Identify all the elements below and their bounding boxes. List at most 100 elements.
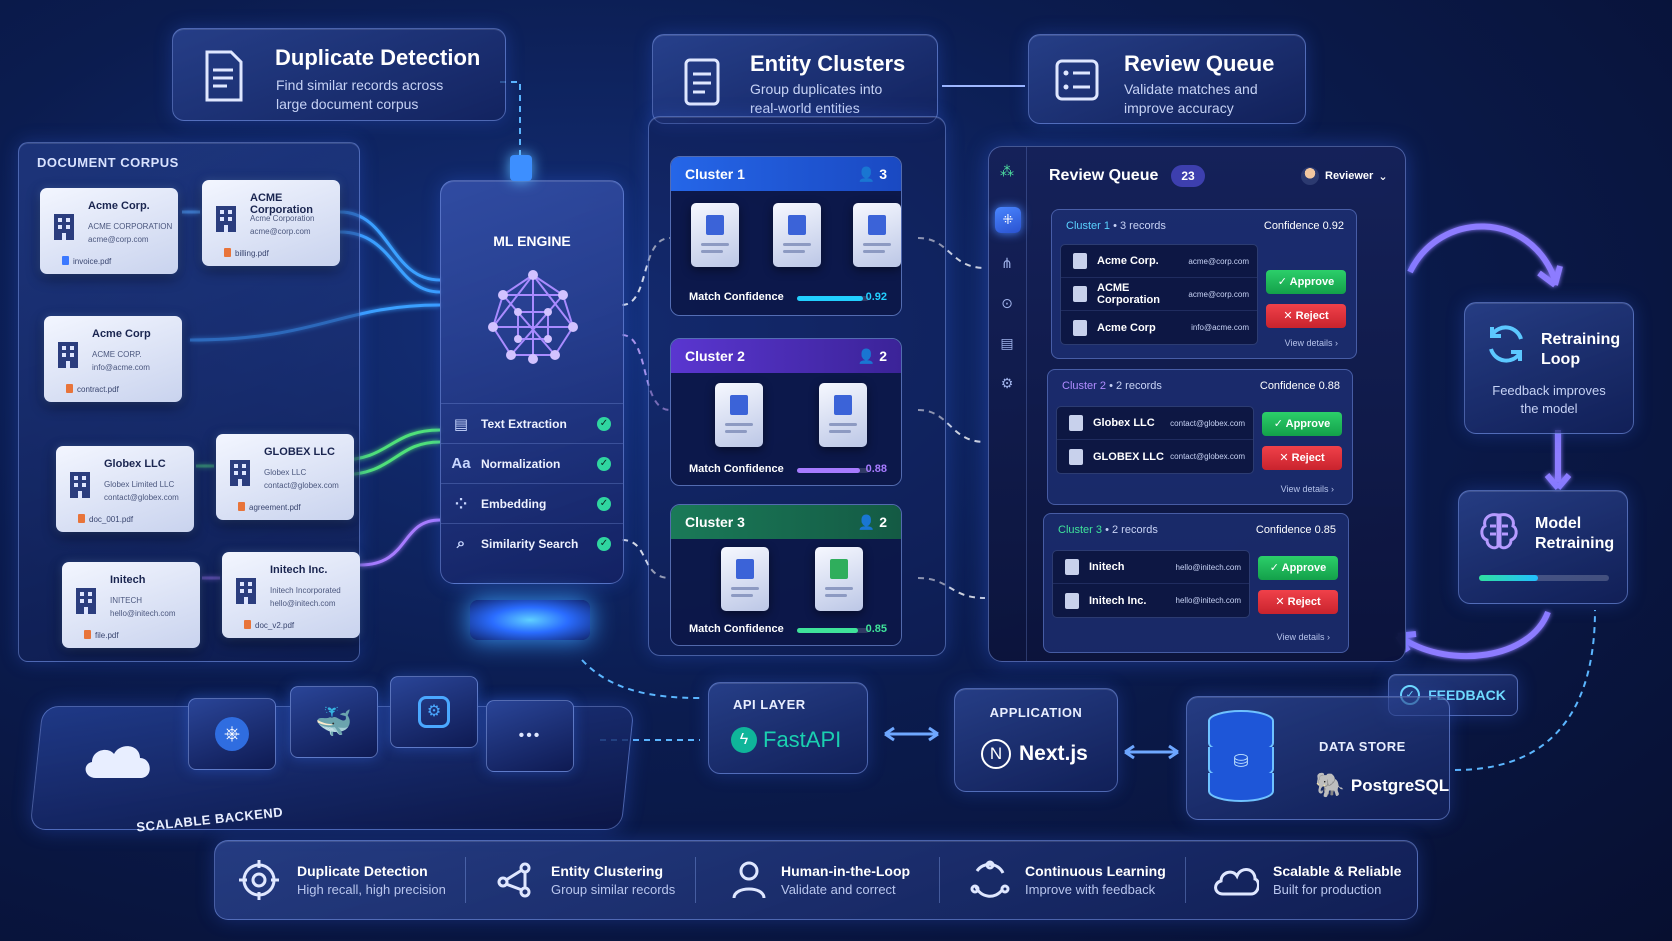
card-name: Initech Inc. [270,564,328,576]
cluster-card-2[interactable]: Cluster 2 👤 2 Match Confidence 0.88 [670,338,902,486]
cycle-icon [969,859,1011,901]
building-icon [212,202,240,239]
card-name: Acme Corp. [88,200,150,212]
sidebar-item-active[interactable]: ⁜ [995,207,1021,233]
refresh-icon [1483,321,1529,372]
wire-initech [359,518,441,567]
card-name: Globex LLC [104,458,166,470]
api-layer-label: API LAYER [733,697,806,712]
document-icon[interactable]: ▤ [1000,335,1014,351]
document-card[interactable]: GLOBEX LLC Globex LLC contact@globex.com… [216,434,354,520]
record-row[interactable]: Initech Inc.hello@initech.com [1053,584,1249,617]
gear-icon[interactable]: ⚙ [1000,375,1014,391]
loop-arrow-bottom [1403,610,1551,660]
building-icon [54,338,82,375]
engine-chip-base [470,600,590,640]
check-icon: ✓ [597,416,611,431]
document-icon [1069,448,1083,465]
settings-icon[interactable]: ⊙ [1001,295,1013,311]
feedback-badge: ✓ FEEDBACK [1388,674,1518,716]
document-card[interactable]: Acme Corp ACME CORP. info@acme.com contr… [44,316,182,402]
card-line1: INITECH [110,596,142,605]
cluster-card-1[interactable]: Cluster 1 👤 3 Match Confidence 0.92 [670,156,902,316]
confidence-bar-fill [797,628,859,633]
cluster-document [773,203,821,267]
graph-icon[interactable]: ⋔ [1001,255,1013,271]
document-card[interactable]: Initech Inc. Initech Incorporated hello@… [222,552,360,638]
view-details-link[interactable]: View details › [1280,484,1334,494]
card-line2: info@acme.com [92,363,150,372]
view-details-link[interactable]: View details › [1284,338,1338,348]
count-value: 3 [879,165,887,182]
document-icon: ▤ [453,415,469,433]
retraining-title-line2: Loop [1541,351,1581,368]
document-card[interactable]: Globex LLC Globex Limited LLC contact@gl… [56,446,194,532]
person-icon: 👤 [857,513,876,530]
review-confidence: Confidence 0.85 [1255,524,1336,536]
approve-button[interactable]: ✓ Approve [1262,412,1342,436]
cluster-card-3[interactable]: Cluster 3 👤 2 Match Confidence 0.85 [670,504,902,646]
card-line2: hello@initech.com [270,599,336,608]
document-card[interactable]: Initech INITECH hello@initech.com file.p… [62,562,200,648]
document-card[interactable]: ACME Corporation Acme Corporation acme@c… [202,180,340,266]
neural-network-icon [483,267,583,372]
reject-button[interactable]: ✕ Reject [1266,304,1346,328]
approve-button[interactable]: ✓ Approve [1266,270,1346,294]
reject-button[interactable]: ✕ Reject [1258,590,1338,614]
view-details-link[interactable]: View details › [1276,632,1330,642]
card-name: ACME Corporation [250,192,313,216]
review-card-2: Cluster 2 • 2 records Confidence 0.88 Gl… [1047,369,1353,505]
cluster-document [815,547,863,611]
person-icon: 👤 [857,347,876,364]
application-panel: APPLICATION N Next.js [954,688,1118,792]
retraining-subtitle-line1: Feedback improves [1492,383,1606,398]
review-queue-title: Review Queue [1049,167,1159,184]
card-file: contract.pdf [66,384,119,394]
reject-button[interactable]: ✕ Reject [1262,446,1342,470]
wire-store-model [1454,609,1596,771]
wire-header-engine [500,81,521,155]
reject-label: Reject [1295,310,1329,322]
header-subtitle-line2: real-world entities [750,100,860,116]
feature-title: Scalable & Reliable [1273,863,1402,879]
cluster-document [691,203,739,267]
ml-engine-panel: ML ENGINE ▤ Text Extraction ✓ Aa Normali… [440,180,624,584]
api-layer-panel: API LAYER ϟ FastAPI [708,682,868,774]
search-icon: ⌕ [456,535,466,552]
review-card-1: Cluster 1 • 3 records Confidence 0.92 Ac… [1051,209,1357,359]
file-name: doc_v2.pdf [255,621,295,630]
card-name: GLOBEX LLC [264,446,335,458]
record-row[interactable]: Acme Corp.acme@corp.com [1061,245,1257,278]
record-name: Initech [1089,561,1125,573]
document-card[interactable]: Acme Corp. ACME CORPORATION acme@corp.co… [40,188,178,274]
cluster-document [819,383,867,447]
record-email: hello@initech.com [1175,596,1241,605]
feature-title: Duplicate Detection [297,863,428,879]
building-icon [66,468,94,505]
loop-arrow-top [1407,223,1558,282]
approve-button[interactable]: ✓ Approve [1258,556,1338,580]
approve-label: Approve [1289,276,1335,288]
match-confidence-label: Match Confidence [689,291,784,303]
database-icon: ⛁ [1201,707,1281,812]
cloud-icon [1211,863,1260,897]
header-duplicate-detection: Duplicate Detection Find similar records… [172,28,506,121]
card-line1: ACME CORP. [92,350,142,359]
review-confidence: Confidence 0.88 [1259,380,1340,392]
record-name: ACME Corporation [1097,282,1160,306]
feature-subtitle: Group similar records [551,882,676,897]
stage-normalization: Aa Normalization ✓ [441,443,623,483]
service-module: ⚙ [390,676,478,748]
card-line1: Globex LLC [264,468,307,477]
file-name: doc_001.pdf [89,515,134,524]
data-store-panel: ⛁ DATA STORE 🐘 PostgreSQL [1186,696,1450,820]
feature-subtitle: Built for production [1273,882,1382,897]
user-menu[interactable]: Reviewer ⌄ [1301,167,1388,185]
